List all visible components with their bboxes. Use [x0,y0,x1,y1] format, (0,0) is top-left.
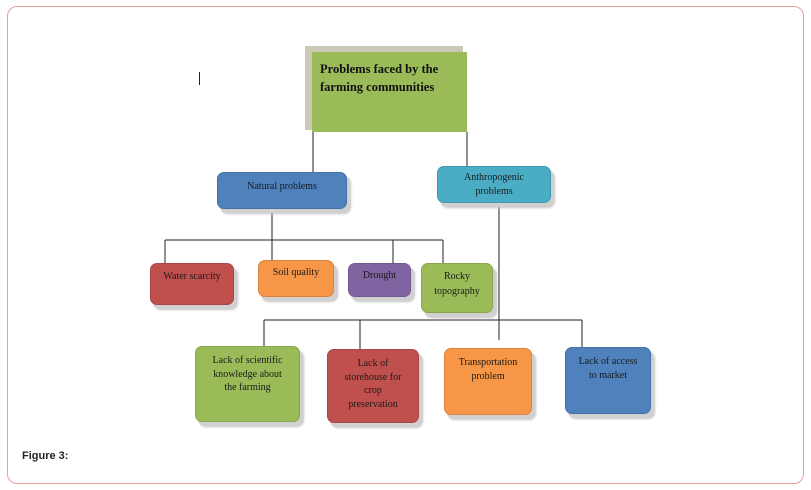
natural-problems-label: Natural problems [247,181,317,192]
lack-of-scientific-knowledge-node: Lack of scientific knowledge about the f… [195,346,300,422]
anthropogenic-problems-node: Anthropogenic problems [437,166,551,203]
water-scarcity-node: Water scarcity [150,263,234,305]
root-node: Problems faced by the farming communitie… [312,52,467,132]
soil-quality-node: Soil quality [258,260,334,297]
lack-of-access-to-market-node: Lack of access to market [565,347,651,414]
lack-of-storehouse-label: Lack of storehouse for crop preservation [344,358,402,410]
soil-quality-label: Soil quality [272,267,320,278]
rocky-topography-label: Rocky topography [434,271,480,297]
transportation-problem-node: Transportation problem [444,348,532,415]
drought-label: Drought [362,270,397,281]
anthropogenic-problems-label: Anthropogenic problems [464,172,524,197]
lack-of-access-to-market-label: Lack of access to market [578,356,638,381]
root-box-shadow-top [305,46,463,52]
drought-node: Drought [348,263,411,297]
figure-caption: Figure 3: [22,450,69,462]
rocky-topography-node: Rocky topography [421,263,493,313]
water-scarcity-label: Water scarcity [163,271,221,282]
lack-of-scientific-knowledge-label: Lack of scientific knowledge about the f… [212,355,283,393]
text-cursor [199,72,200,85]
root-node-label: Problems faced by the farming communitie… [320,62,439,95]
transportation-problem-label: Transportation problem [458,357,518,382]
root-box-shadow-left [305,46,312,130]
lack-of-storehouse-node: Lack of storehouse for crop preservation [327,349,419,423]
natural-problems-node: Natural problems [217,172,347,209]
